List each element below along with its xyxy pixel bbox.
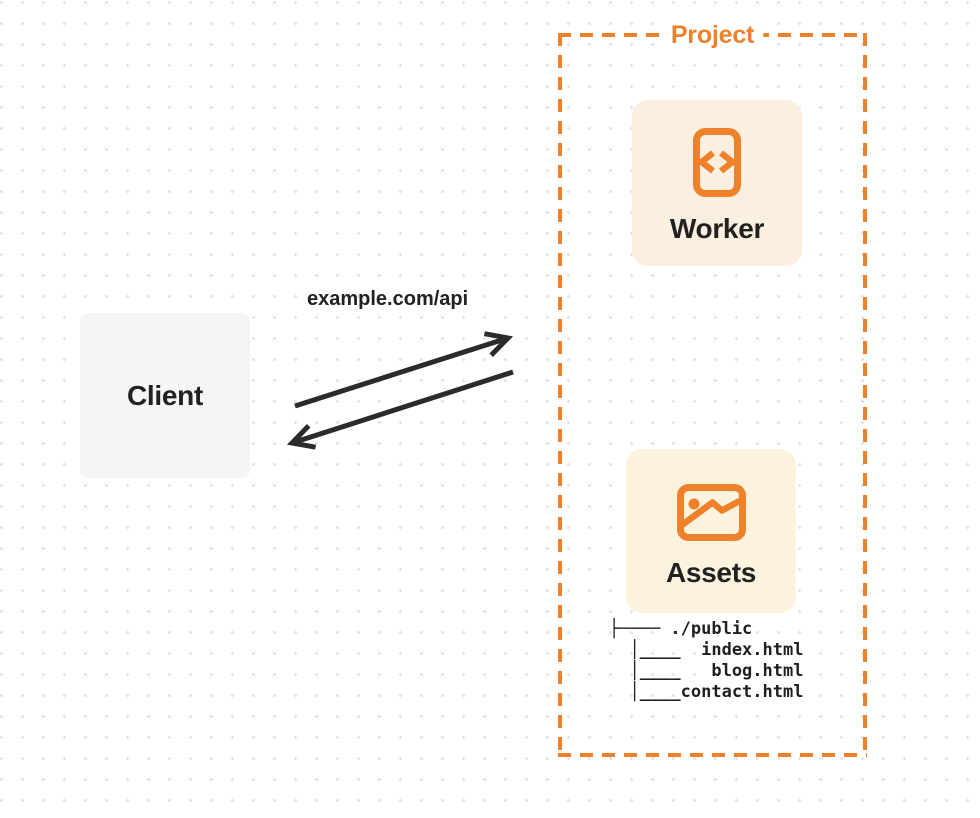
assets-node: Assets <box>626 449 796 613</box>
response-arrow <box>286 369 514 450</box>
request-arrow <box>294 331 514 409</box>
worker-node: Worker <box>632 100 802 266</box>
worker-label: Worker <box>669 212 765 244</box>
client-node: Client <box>80 313 250 478</box>
request-url-label: example.com/api <box>307 288 469 310</box>
assets-label: Assets <box>665 556 757 588</box>
project-label: Project <box>661 20 764 50</box>
assets-file-tree: ├──── ./public │____ index.html │____ bl… <box>609 619 804 702</box>
image-icon <box>676 483 746 541</box>
client-label: Client <box>127 379 203 411</box>
code-file-icon <box>693 127 741 197</box>
